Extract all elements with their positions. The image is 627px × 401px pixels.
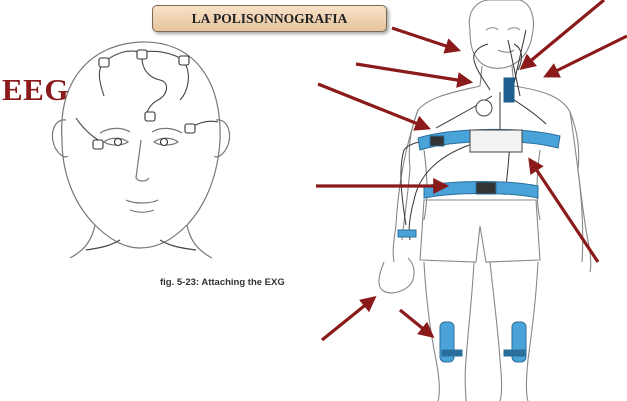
abdomen-clip [476, 182, 496, 194]
eeg-head-drawing [52, 42, 229, 258]
thumb-strap [504, 350, 526, 356]
pointer-arrow [356, 64, 470, 82]
electrode [99, 58, 109, 67]
pointer-arrow [392, 28, 458, 50]
recorder-box [470, 130, 522, 152]
wrist-strap [398, 230, 416, 237]
pointer-arrow [322, 298, 374, 340]
electrode [145, 112, 155, 121]
pointer-arrow [400, 310, 432, 336]
pointer-arrow [530, 160, 598, 262]
pointer-arrow [318, 84, 428, 128]
eeg-electrodes [93, 50, 195, 149]
oximeter-probe [504, 78, 514, 102]
chest-clip [430, 136, 444, 146]
electrode [185, 124, 195, 133]
electrode [93, 140, 103, 149]
thumb-strap [442, 350, 462, 356]
pointer-arrow [546, 36, 627, 76]
body-drawing [379, 0, 591, 401]
electrode [115, 139, 122, 146]
eeg-wires [76, 51, 218, 140]
electrode [161, 139, 168, 146]
electrode [179, 56, 189, 65]
pointer-arrow [522, 0, 604, 68]
pointer-arrows [316, 0, 627, 340]
electrode [137, 50, 147, 59]
neck-sensor [476, 100, 492, 116]
